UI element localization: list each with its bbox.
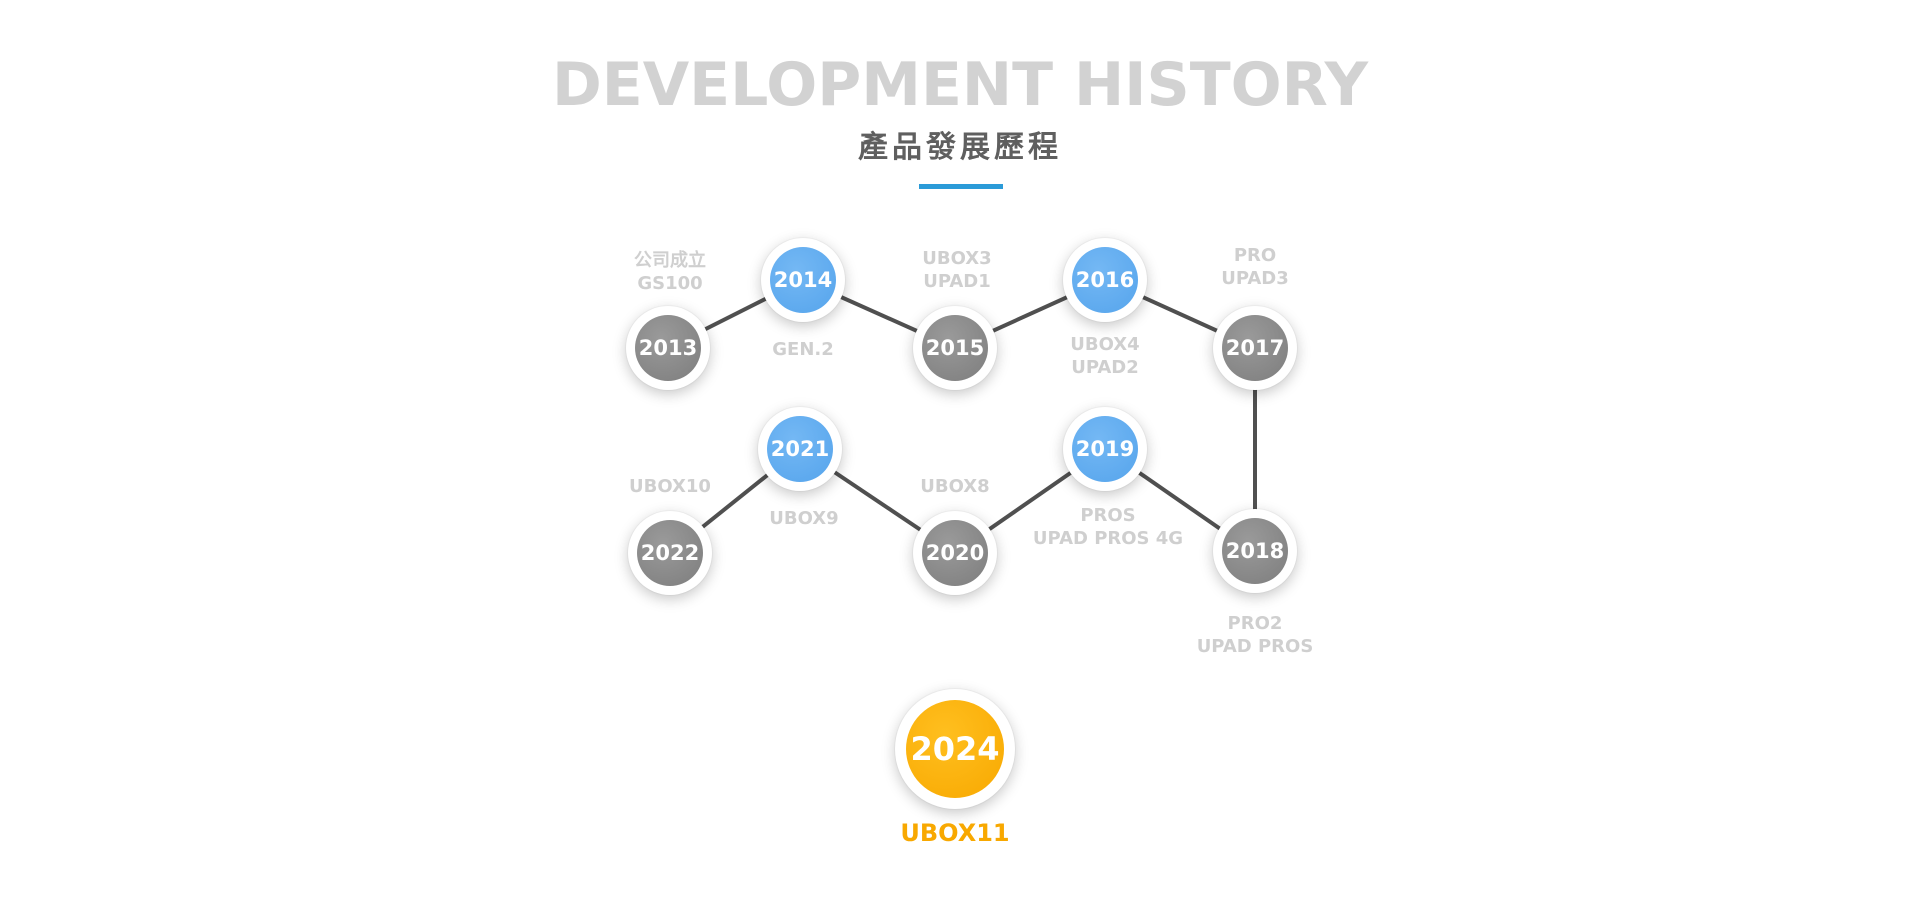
node-2021: 2021 [758,407,842,491]
node-2014: 2014 [761,238,845,322]
year-2024: 2024 [906,700,1004,798]
label-2016-line1: UBOX4 [1070,334,1140,355]
label-2018-line2: UPAD PROS [1196,636,1314,657]
node-2017: 2017 [1213,306,1297,390]
label-2019-line2: UPAD PROS 4G [1032,528,1184,549]
page-subtitle: 產品發展歷程 [858,130,1062,165]
label-2014: GEN.2 [703,338,903,361]
year-2016: 2016 [1072,247,1138,313]
node-2015: 2015 [913,306,997,390]
label-2022-line1: UBOX10 [629,476,711,497]
label-2016-line2: UPAD2 [1071,357,1139,378]
year-2017: 2017 [1222,315,1288,381]
label-2015-line2: UPAD1 [923,271,991,292]
year-2018: 2018 [1222,518,1288,584]
node-2020: 2020 [913,511,997,595]
label-2019: PROS UPAD PROS 4G [1008,504,1208,550]
title-underline [919,184,1003,189]
node-2016: 2016 [1063,238,1147,322]
year-2019: 2019 [1072,416,1138,482]
label-2024: UBOX11 [855,819,1055,847]
label-2018-line1: PRO2 [1227,613,1283,634]
node-2013: 2013 [626,306,710,390]
node-2024: 2024 [895,689,1015,809]
label-2015-line1: UBOX3 [922,248,992,269]
label-2014-line1: GEN.2 [772,339,834,360]
label-2021-line1: UBOX9 [769,508,839,529]
label-2013-line2: GS100 [637,273,703,294]
year-2015: 2015 [922,315,988,381]
node-2018: 2018 [1213,509,1297,593]
label-2020: UBOX8 [855,475,1055,498]
label-2016: UBOX4 UPAD2 [1005,333,1205,379]
page-title: DEVELOPMENT HISTORY [551,50,1369,120]
label-2024-line1: UBOX11 [900,819,1010,847]
label-2021: UBOX9 [704,507,904,530]
label-2022: UBOX10 [570,475,770,498]
label-2013-line1: 公司成立 [634,250,706,271]
label-2017-line2: UPAD3 [1221,268,1289,289]
year-2021: 2021 [767,416,833,482]
label-2020-line1: UBOX8 [920,476,990,497]
label-2017: PRO UPAD3 [1155,244,1355,290]
year-2022: 2022 [637,520,703,586]
label-2013: 公司成立 GS100 [570,249,770,295]
label-2019-line1: PROS [1080,505,1136,526]
node-2022: 2022 [628,511,712,595]
node-2019: 2019 [1063,407,1147,491]
year-2020: 2020 [922,520,988,586]
year-2014: 2014 [770,247,836,313]
label-2015: UBOX3 UPAD1 [857,247,1057,293]
label-2018: PRO2 UPAD PROS [1155,612,1355,658]
year-2013: 2013 [635,315,701,381]
label-2017-line1: PRO [1233,245,1277,266]
